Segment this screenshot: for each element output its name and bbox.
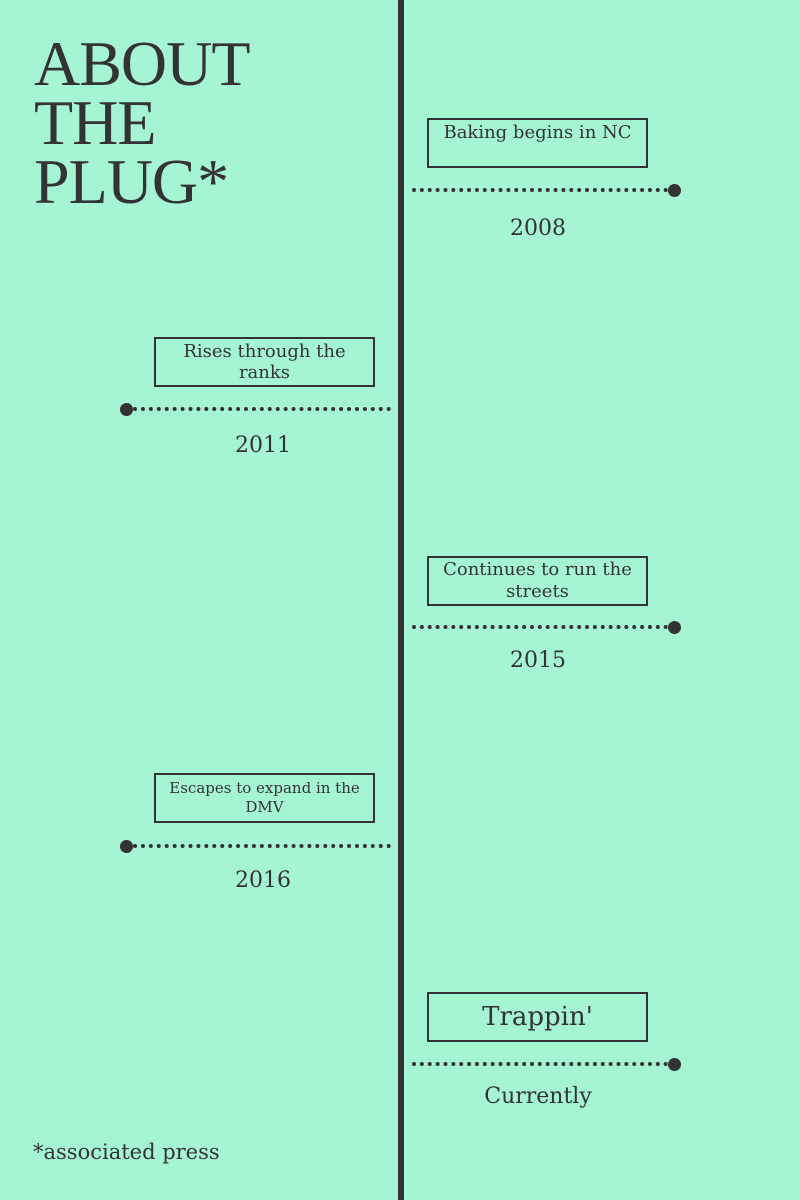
footnote: *associated press xyxy=(33,1140,220,1164)
event-box-2016: Escapes to expand in the DMV xyxy=(154,773,375,823)
event-label: Escapes to expand in the DMV xyxy=(169,779,360,816)
event-marker-2016 xyxy=(120,840,133,853)
event-box-2015: Continues to run the streets xyxy=(427,556,648,606)
event-label: Continues to run the streets xyxy=(443,559,632,602)
event-connector-2011 xyxy=(133,407,391,411)
event-box-2008: Baking begins in NC xyxy=(427,118,648,168)
event-connector-2016 xyxy=(133,844,391,848)
event-year-2008: 2008 xyxy=(510,216,566,241)
event-label: Rises through the ranks xyxy=(183,341,346,383)
event-connector-2008 xyxy=(412,188,668,192)
event-year-current: Currently xyxy=(484,1084,592,1109)
event-label: Baking begins in NC xyxy=(443,122,632,143)
title-line-1: ABOUT xyxy=(34,28,250,99)
event-label: Trappin' xyxy=(482,1002,593,1032)
title-line-2: THE xyxy=(34,87,156,158)
event-year-2016: 2016 xyxy=(235,868,291,893)
event-marker-2008 xyxy=(668,184,681,197)
event-marker-2015 xyxy=(668,621,681,634)
event-marker-2011 xyxy=(120,403,133,416)
event-year-2011: 2011 xyxy=(235,433,291,458)
event-connector-current xyxy=(412,1062,668,1066)
event-connector-2015 xyxy=(412,625,668,629)
title-line-3: PLUG* xyxy=(34,146,229,217)
event-year-2015: 2015 xyxy=(510,648,566,673)
event-box-current: Trappin' xyxy=(427,992,648,1042)
event-marker-current xyxy=(668,1058,681,1071)
event-box-2011: Rises through the ranks xyxy=(154,337,375,387)
timeline-spine xyxy=(398,0,404,1200)
